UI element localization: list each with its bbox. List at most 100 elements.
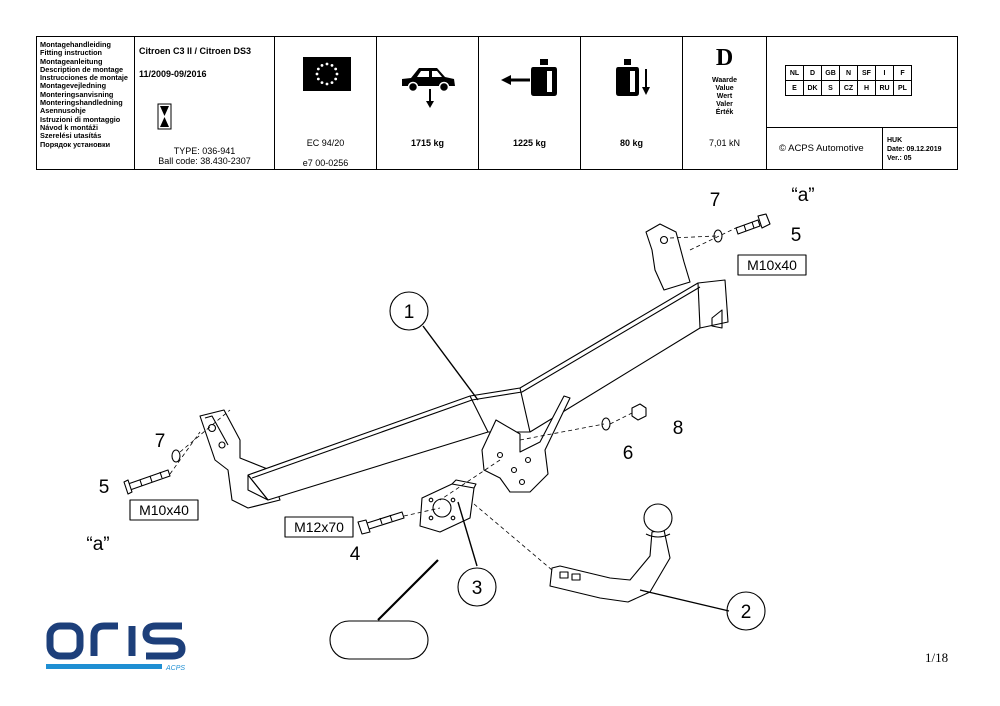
doc-author: HUK	[887, 137, 903, 144]
label-m10x40-right: M10x40	[747, 257, 797, 273]
hourglass-icon	[157, 103, 172, 130]
weight-trailer: 1225 kg	[512, 138, 547, 148]
language-item: Monteringshandledning	[40, 98, 123, 108]
crossbar	[247, 279, 729, 501]
doc-version: Ver.: 05	[887, 155, 912, 162]
type-code: TYPE: 036-941	[173, 146, 236, 156]
logo-sub: ACPS	[165, 665, 185, 672]
callout-3	[457, 567, 497, 607]
label-a-right: “a”	[791, 185, 814, 206]
oris-logo: ACPS	[46, 622, 186, 672]
label-part2: 2	[741, 602, 752, 623]
language-item: Monteringsanvisning	[40, 89, 114, 99]
language-item: Asennusohje	[40, 106, 86, 116]
weight-trailer-cell: 1225 kg	[479, 37, 581, 169]
eu-star	[316, 67, 320, 71]
d-label-item: Waarde	[711, 77, 738, 84]
ball-code: Ball code: 38.430-2307	[158, 156, 251, 166]
weight-total: 1715 kg	[410, 138, 445, 148]
eu-star	[320, 63, 324, 67]
copyright: © ACPS Automotive	[779, 143, 864, 154]
country-code: H	[857, 80, 876, 96]
center-bracket	[481, 395, 571, 493]
doc-info-divider	[882, 128, 883, 170]
label-part8: 8	[673, 418, 684, 439]
vehicle-years: 11/2009-09/2016	[139, 69, 207, 79]
eu-star	[334, 67, 338, 71]
language-item: Szerelési utasítás	[40, 131, 102, 141]
label-part5-right: 5	[791, 225, 802, 246]
right-bracket	[645, 223, 723, 329]
callout-1	[389, 291, 429, 331]
label-box-m12x70	[284, 516, 354, 538]
d-symbol: D	[715, 45, 734, 71]
socket-oval	[329, 620, 429, 660]
label-part6: 6	[623, 443, 634, 464]
label-part7-right: 7	[710, 190, 721, 211]
label-m12x70: M12x70	[294, 519, 344, 535]
vehicle-name: Citroen C3 II / Citroen DS3	[139, 46, 252, 56]
language-item: Montagevejledning	[40, 81, 107, 91]
eu-star	[320, 81, 324, 85]
label-m10x40-left: M10x40	[139, 502, 189, 518]
assembly-lines	[169, 225, 741, 571]
nut-center	[631, 403, 647, 421]
page-number: 1/18	[925, 650, 949, 665]
weight-vertical: 80 kg	[619, 138, 643, 148]
eu-star	[325, 82, 329, 86]
vehicle-cell: Citroen C3 II / Citroen DS3 11/2009-09/2…	[135, 37, 275, 169]
language-item: Fitting instruction	[40, 48, 103, 58]
socket-plate	[419, 479, 477, 533]
language-item: Description de montage	[40, 64, 124, 74]
language-item: Montagehandleiding	[40, 40, 111, 49]
language-item: Instrucciones de montaje	[40, 73, 128, 83]
bolt-m12	[357, 511, 405, 535]
ec-cell: EC 94/20 e7 00-0256	[275, 37, 377, 169]
d-label-item: Value	[715, 85, 734, 92]
d-label-item: Valer	[716, 101, 733, 108]
bolt-left	[123, 469, 171, 495]
eu-star	[325, 62, 329, 66]
eu-star	[330, 63, 334, 67]
language-item: Montageanleitung	[40, 56, 103, 66]
label-part7-left: 7	[155, 431, 166, 452]
country-code: DK	[803, 80, 822, 96]
weight-vertical-cell: 80 kg	[581, 37, 683, 169]
trailer-load-icon	[501, 59, 557, 96]
eu-star	[315, 72, 319, 76]
language-item: Istruzioni di montaggio	[40, 114, 121, 124]
eu-star	[334, 77, 338, 81]
vertical-load-icon	[616, 59, 650, 96]
d-value: 7,01 kN	[708, 138, 741, 148]
ec-norm: EC 94/20	[306, 138, 345, 148]
car-weight-icon	[402, 68, 455, 108]
label-box-m10x40-left	[129, 499, 199, 521]
d-label-item: Érték	[715, 109, 734, 116]
label-part3: 3	[472, 578, 483, 599]
eu-star	[330, 81, 334, 85]
eu-flag-icon	[303, 57, 351, 91]
ball-neck	[549, 503, 673, 603]
callout-2	[726, 591, 766, 631]
weight-total-cell: 1715 kg	[377, 37, 479, 169]
doc-date: Date: 09.12.2019	[887, 146, 942, 153]
eu-star	[335, 72, 339, 76]
label-part4: 4	[350, 544, 361, 565]
country-code: PL	[893, 80, 912, 96]
language-item: Návod k montáži	[40, 122, 98, 132]
label-part1: 1	[404, 302, 415, 323]
leader-lines	[377, 325, 730, 621]
bolt-right	[735, 213, 771, 235]
language-item: Порядок установки	[40, 139, 111, 149]
label-part5-left: 5	[99, 477, 110, 498]
d-label-item: Wert	[716, 93, 733, 100]
label-a-left: “a”	[86, 534, 109, 555]
label-box-m10x40-right	[737, 254, 807, 276]
